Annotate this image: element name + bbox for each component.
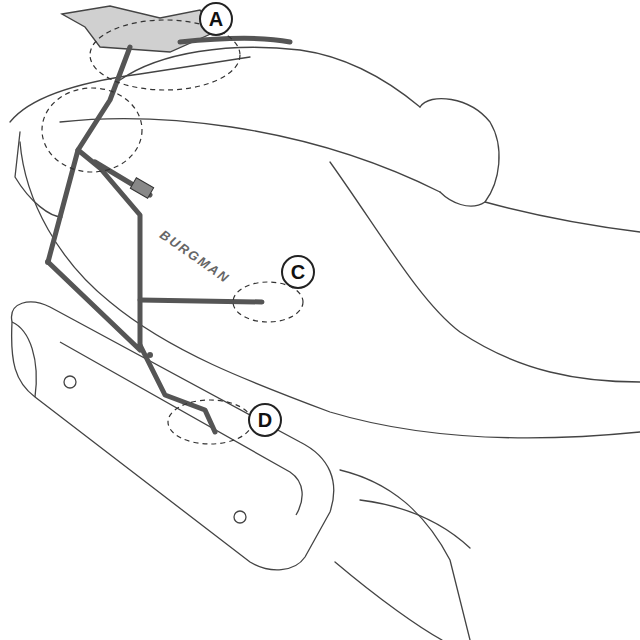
d-arm xyxy=(140,345,215,432)
frame-joint xyxy=(147,352,153,358)
cover-seam xyxy=(360,500,470,548)
frame-joint xyxy=(45,259,51,265)
spacer-block xyxy=(130,178,153,198)
muffler-end xyxy=(12,322,36,397)
callout-circle xyxy=(249,404,281,436)
tail-light xyxy=(15,132,62,217)
seat-edge xyxy=(60,119,440,192)
pannier-rack xyxy=(45,6,290,432)
detail-ring xyxy=(42,88,142,172)
upper-arm xyxy=(78,47,130,150)
bolt xyxy=(234,511,246,523)
passenger-seat xyxy=(120,47,420,107)
lower-cover xyxy=(335,562,442,640)
callout-letter: C xyxy=(291,262,305,282)
rider-seat xyxy=(485,202,640,232)
muffler xyxy=(12,302,334,570)
callout-letter: A xyxy=(209,9,223,29)
top-tube xyxy=(180,38,290,42)
exhaust xyxy=(12,302,334,570)
c-arm xyxy=(140,300,262,302)
callout-circle xyxy=(282,256,314,288)
bolt xyxy=(64,376,76,388)
floor-edge xyxy=(340,470,470,640)
panel-seam xyxy=(330,162,640,382)
detail-rings xyxy=(42,20,303,444)
detail-ring xyxy=(168,400,252,444)
model-logo: BURGMAN xyxy=(158,227,233,285)
backrest xyxy=(420,99,499,207)
callout-circle xyxy=(200,3,232,35)
top-plate xyxy=(62,6,215,52)
callout-rings xyxy=(200,3,314,436)
scooter-body xyxy=(10,47,640,640)
callout-letter: D xyxy=(258,410,272,430)
heat-shield xyxy=(60,342,302,515)
